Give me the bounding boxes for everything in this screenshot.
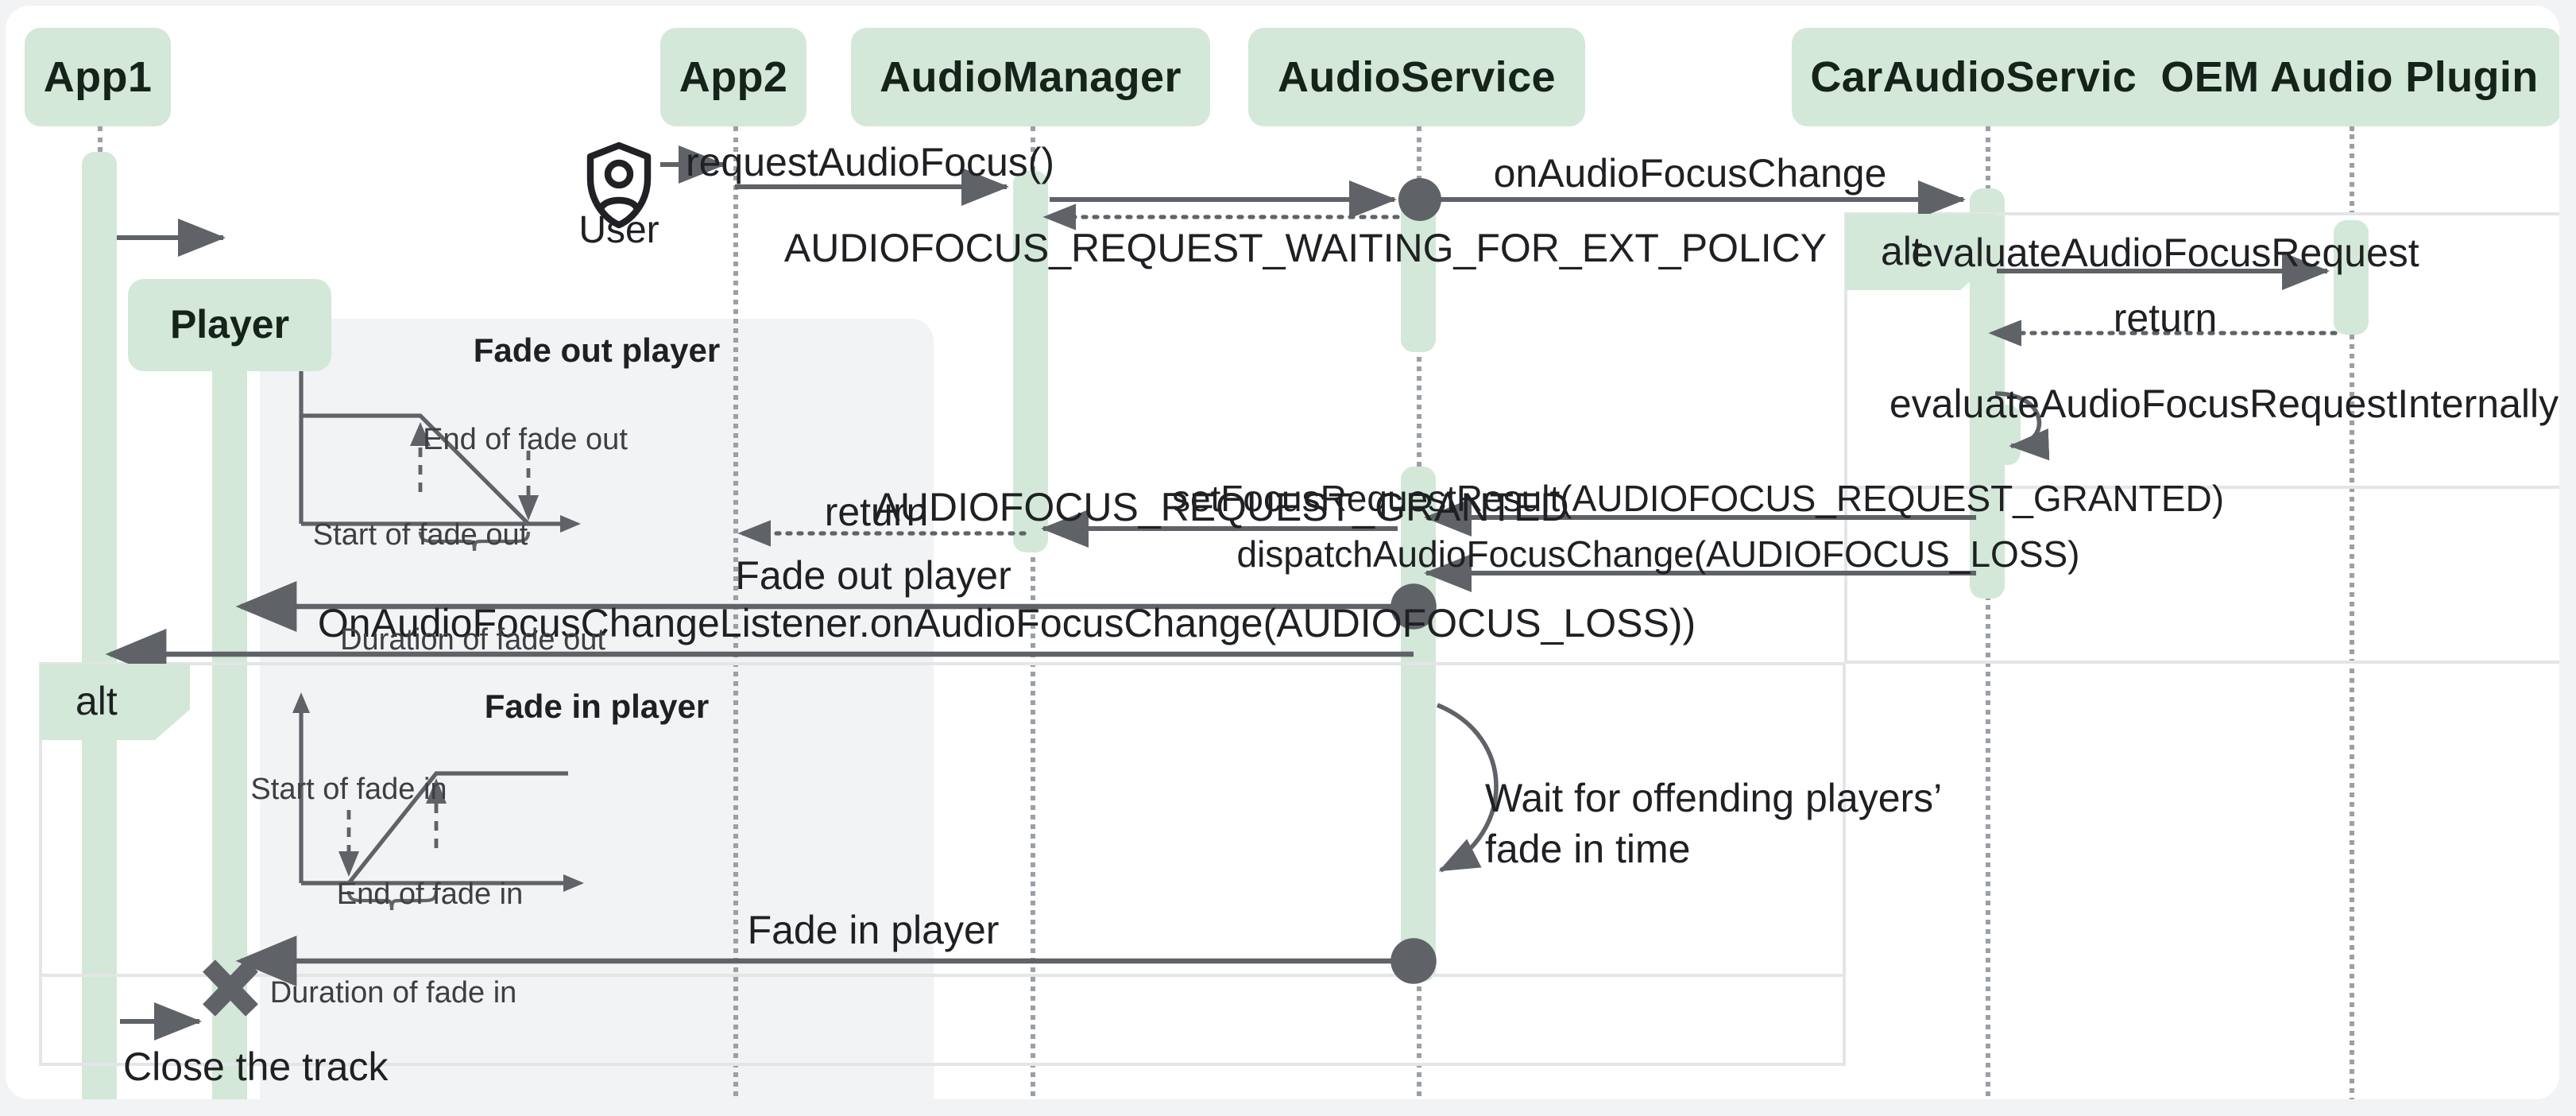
chart-annotation-end-of-fade-out: End of fade out (423, 424, 628, 457)
participant-audioservice[interactable]: AudioService (1248, 28, 1585, 126)
user-actor-label: User (578, 209, 659, 252)
message-label-evaluateaudiofocusrequest: evaluateAudioFocusRequest (1911, 231, 2419, 276)
note-title-fade-in: Fade in player (484, 689, 710, 726)
participant-player-label: Player (169, 302, 290, 347)
arrow-wait-fade-in-self (1436, 703, 1499, 873)
fragment-tag-alt-top: alt (1846, 214, 1995, 290)
chart-annotation-end-of-fade-in: End of fade in (336, 878, 524, 912)
message-label-onaudiofocuschangelistener: OnAudioFocusChangeListener.onAudioFocusC… (317, 602, 1696, 646)
message-label-evaluate-internally: evaluateAudioFocusRequestInternally (1889, 382, 2559, 427)
shield-user-icon (586, 141, 652, 229)
lifeline-caraudioservice (1986, 126, 1990, 1099)
message-label-waiting-for-ext-policy: AUDIOFOCUS_REQUEST_WAITING_FOR_EXT_POLIC… (783, 227, 1828, 271)
message-label-requestaudiofocus: requestAudioFocus() (685, 141, 1055, 185)
message-label-fade-out-player: Fade out player (735, 554, 1011, 599)
chart-annotation-duration-of-fade-in: Duration of fade in (269, 977, 517, 1010)
message-label-fade-in-player: Fade in player (747, 909, 1000, 953)
arrow-evaluate-internally-self (1994, 391, 2050, 461)
chart-annotation-start-of-fade-in: Start of fade in (250, 773, 447, 807)
participant-app1-label: App1 (43, 52, 153, 100)
participant-app1[interactable]: App1 (25, 28, 171, 126)
participant-caraudioservice-label: CarAudioService (1810, 52, 2161, 100)
activation-oem (2334, 220, 2369, 335)
fragment-tag-alt-bottom: alt (41, 664, 190, 740)
participant-audiomanager-label: AudioManager (880, 52, 1182, 100)
message-label-return-audiomanager: return (824, 490, 929, 535)
participant-oem-label: OEM Audio Plugin (2160, 52, 2539, 100)
activation-audioservice-wait (1401, 654, 1436, 972)
fade-in-chart (292, 692, 584, 911)
message-label-setfocusrequestresult: setFocusRequestResult(AUDIOFOCUS_REQUEST… (1171, 478, 2225, 519)
message-label-wait-fade-in: Wait for offending players’ fade in time (1485, 777, 1943, 872)
message-label-audiofocus-request-granted: AUDIOFOCUS_REQUEST_GRANTED (873, 486, 1569, 530)
message-label-dispatchaudiofocuschange: dispatchAudioFocusChange(AUDIOFOCUS_LOSS… (1236, 533, 2080, 575)
message-label-return-oem: return (2113, 296, 2218, 341)
note-card-fade-in (260, 675, 934, 1099)
participant-audiomanager[interactable]: AudioManager (851, 28, 1210, 126)
participant-audioservice-label: AudioService (1278, 52, 1556, 100)
lifeline-oem (2350, 126, 2354, 1099)
participant-caraudioservice[interactable]: CarAudioService (1792, 28, 2180, 126)
participant-player[interactable]: Player (128, 279, 331, 371)
chart-annotation-start-of-fade-out: Start of fade out (312, 519, 528, 552)
activation-app1 (82, 152, 117, 1099)
participant-app2[interactable]: App2 (660, 28, 806, 126)
message-label-close-the-track: Close the track (123, 1045, 389, 1091)
destroy-x-icon (203, 959, 258, 1017)
chart-annotation-duration-of-fade-out: Duration of fade out (340, 624, 605, 657)
message-label-onaudiofocuschange: onAudioFocusChange (1493, 152, 1887, 196)
participant-app2-label: App2 (679, 52, 788, 100)
participant-oem-audio-plugin[interactable]: OEM Audio Plugin (2138, 28, 2559, 126)
activation-audiomanager (1013, 171, 1048, 552)
note-title-fade-out: Fade out player (473, 333, 721, 370)
diagram-canvas: App1 Player App2 AudioManager AudioServi… (6, 6, 2559, 1099)
